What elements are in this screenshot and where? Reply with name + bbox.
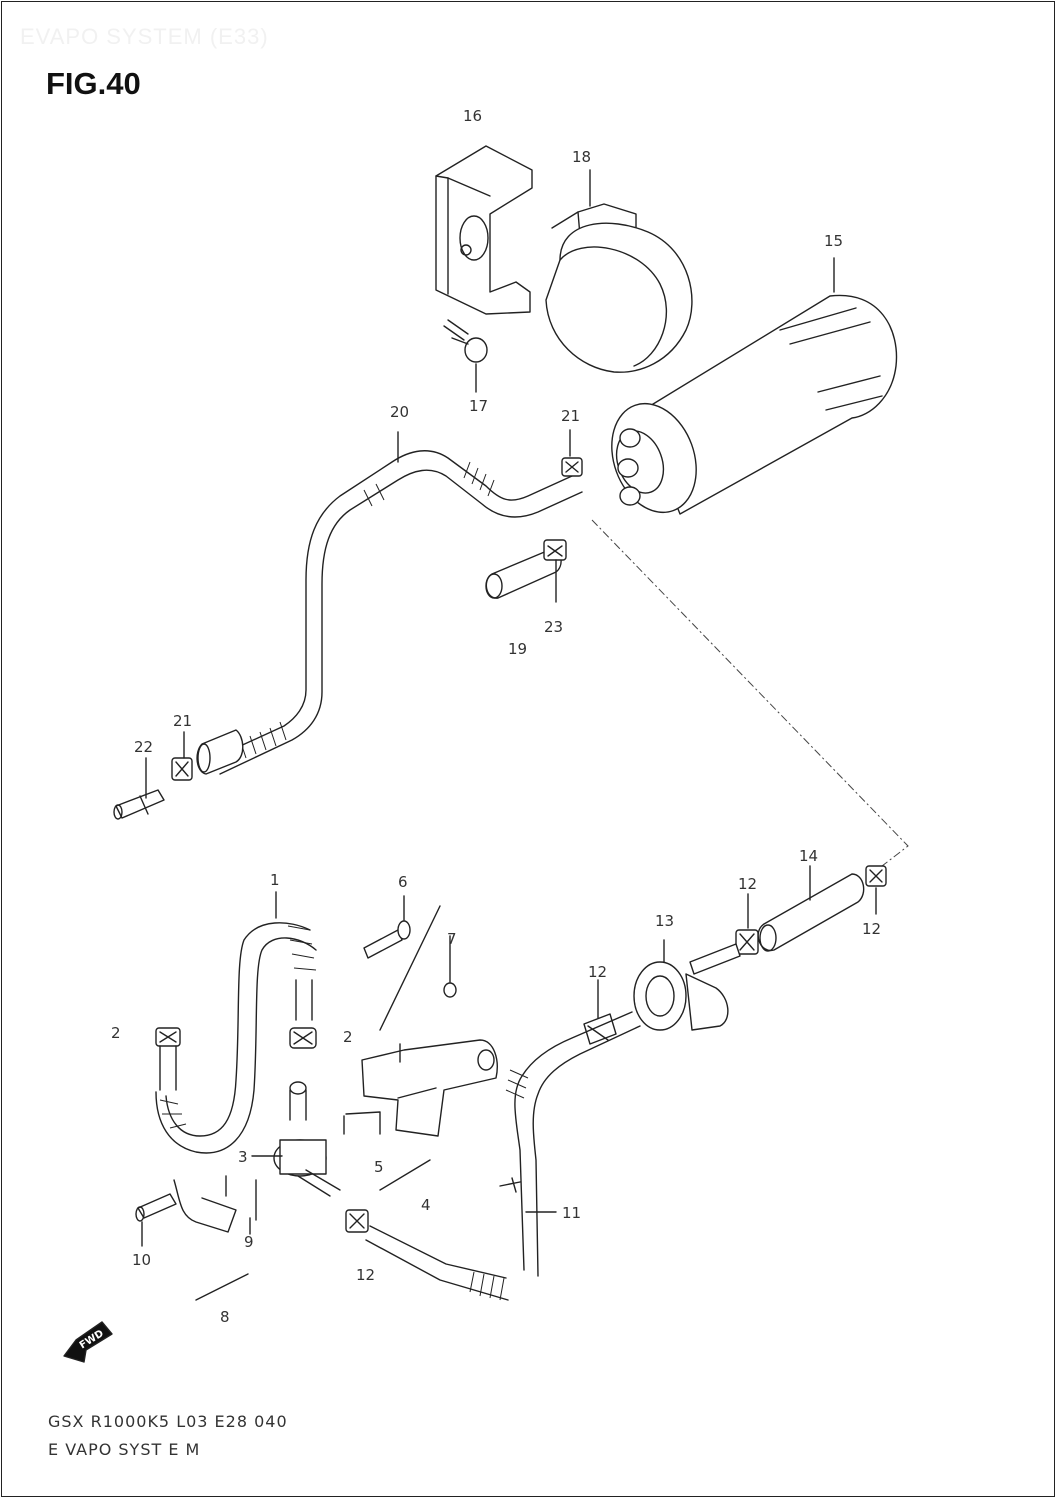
part-20-hose [213, 431, 583, 775]
part-15-canister [611, 257, 898, 515]
callout-11: 11 [562, 1204, 581, 1222]
part-16-bracket [435, 145, 533, 315]
footer-model-code: GSX R1000K5 L03 E28 040 [48, 1412, 288, 1431]
part-12-lower-hose [345, 1209, 509, 1301]
callout-7: 7 [447, 930, 457, 948]
part-2-clamp-left [155, 1027, 181, 1091]
callout-6: 6 [398, 873, 408, 891]
callout-5: 5 [374, 1158, 384, 1176]
part-14-hose [757, 865, 887, 952]
part-21-22-fitting [113, 729, 244, 820]
callout-23: 23 [544, 618, 563, 636]
callout-16: 16 [463, 107, 482, 125]
part-6-7-screw [363, 895, 457, 1031]
callout-10: 10 [132, 1251, 151, 1269]
callout-12-a: 12 [738, 875, 757, 893]
callout-8: 8 [220, 1308, 230, 1326]
part-18-band [545, 169, 693, 373]
callout-15: 15 [824, 232, 843, 250]
callout-17: 17 [469, 397, 488, 415]
callout-9: 9 [244, 1233, 254, 1251]
part-3-4-5-bracket [251, 1039, 498, 1197]
callout-12-d: 12 [356, 1266, 375, 1284]
part-17-bolt [443, 319, 488, 393]
callout-20: 20 [390, 403, 409, 421]
callout-18: 18 [572, 148, 591, 166]
page-header-title: EVAPO SYSTEM (E33) [20, 24, 269, 49]
callout-19: 19 [508, 640, 527, 658]
callout-labels: 16 18 15 17 20 21 23 19 21 22 1 6 7 14 1… [111, 107, 881, 1326]
callout-21-lower: 21 [173, 712, 192, 730]
callout-12-b: 12 [862, 920, 881, 938]
figure-label: FIG.40 [46, 66, 141, 101]
callout-2-right: 2 [343, 1028, 353, 1046]
connection-line [591, 519, 909, 867]
callout-21-upper: 21 [561, 407, 580, 425]
callout-13: 13 [655, 912, 674, 930]
part-1-hose [155, 891, 317, 1154]
callout-1: 1 [270, 871, 280, 889]
part-11-hose [499, 979, 641, 1277]
callout-14: 14 [799, 847, 818, 865]
callout-2-left: 2 [111, 1024, 121, 1042]
fwd-arrow-icon: FWD [63, 1321, 113, 1363]
callout-3: 3 [238, 1148, 248, 1166]
callout-4: 4 [421, 1196, 431, 1214]
part-21-clamp-upper [561, 429, 583, 477]
part-19-23-hose [485, 539, 567, 603]
part-13-valve [633, 893, 759, 1031]
callout-22: 22 [134, 738, 153, 756]
footer-section-name: E VAPO SYST E M [48, 1440, 201, 1459]
callout-12-c: 12 [588, 963, 607, 981]
part-9-10-fitting [135, 1175, 257, 1301]
